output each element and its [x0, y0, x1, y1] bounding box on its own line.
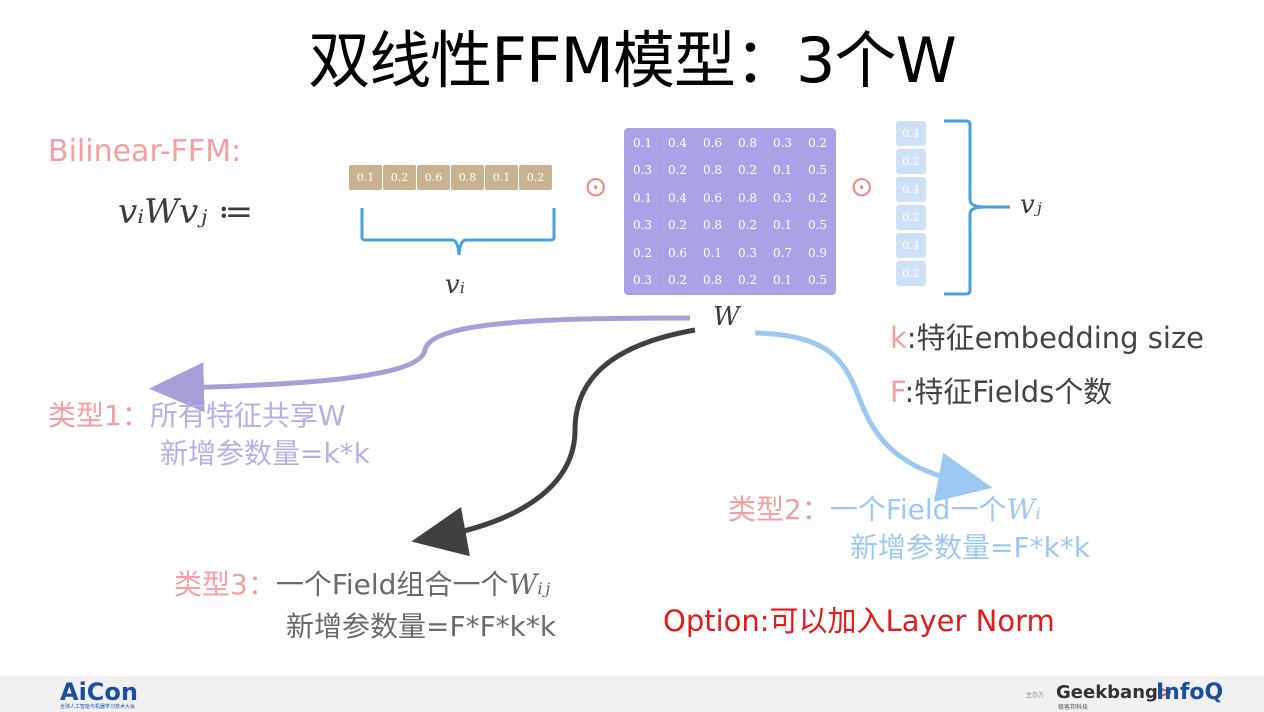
- geekbang-logo-b: bang: [1107, 682, 1158, 703]
- type3-symbol: Wᵢⱼ: [508, 568, 551, 601]
- type1-desc: 所有特征共享W: [149, 399, 346, 432]
- vi-cell: 0.8: [451, 165, 484, 190]
- geekbang-logo-c: >.: [1157, 682, 1180, 703]
- footer-bar: [0, 676, 1264, 712]
- type1-line1: 类型1：所有特征共享W: [48, 394, 346, 434]
- type3-params: 新增参数量=F*F*k*k: [286, 610, 557, 643]
- type1-params: 新增参数量=k*k: [160, 437, 370, 470]
- type3-tag: 类型3：: [174, 568, 276, 601]
- type2-line1: 类型2：一个Field一个Wᵢ: [728, 488, 1041, 528]
- w-matrix: 0.1 0.4 0.6 0.8 0.3 0.2 0.3 0.2 0.8 0.2 …: [624, 128, 836, 295]
- vi-cell: 0.2: [383, 165, 416, 190]
- legend-f-key: F: [890, 375, 905, 409]
- w-cell: 0.3: [626, 212, 659, 238]
- type2-params: 新增参数量=F*k*k: [850, 531, 1090, 564]
- w-cell: 0.2: [801, 185, 834, 211]
- w-cell: 0.2: [731, 267, 764, 293]
- sponsor-label: 主办方: [1026, 692, 1045, 699]
- infoq-logo: InfoQ: [1156, 680, 1224, 705]
- formula-expression: vᵢWvⱼ ≔: [118, 192, 254, 232]
- vi-cell: 0.6: [417, 165, 450, 190]
- vj-brace: [944, 119, 986, 296]
- w-cell: 0.5: [801, 267, 834, 293]
- vi-brace: [360, 208, 556, 256]
- type2-tag: 类型2：: [728, 493, 830, 526]
- w-cell: 0.8: [696, 212, 729, 238]
- vi-vector: 0.1 0.2 0.6 0.8 0.1 0.2: [349, 165, 552, 190]
- w-cell: 0.1: [696, 240, 729, 266]
- w-label: W: [713, 302, 740, 332]
- w-cell: 0.2: [661, 157, 694, 183]
- formula-label: Bilinear-FFM:: [48, 134, 242, 169]
- aicon-subtitle: 全球人工智能与机器学习技术大会: [60, 704, 136, 710]
- w-cell: 0.2: [626, 240, 659, 266]
- type3-desc: 一个Field组合一个: [275, 568, 509, 601]
- type2-symbol: Wᵢ: [1006, 493, 1041, 526]
- legend-k-text: :特征embedding size: [906, 321, 1205, 355]
- w-cell: 0.3: [766, 130, 799, 156]
- hadamard-operator-1: ⊙: [584, 170, 608, 203]
- w-cell: 0.5: [801, 212, 834, 238]
- vi-cell: 0.1: [349, 165, 382, 190]
- w-cell: 0.8: [696, 267, 729, 293]
- w-cell: 0.6: [661, 240, 694, 266]
- geekbang-logo-a: Geek: [1056, 682, 1108, 703]
- w-cell: 0.3: [626, 267, 659, 293]
- vi-cell: 0.2: [519, 165, 552, 190]
- w-cell: 0.1: [766, 267, 799, 293]
- w-cell: 0.2: [731, 157, 764, 183]
- vj-cell: 0.2: [896, 149, 926, 174]
- w-cell: 0.2: [801, 130, 834, 156]
- w-cell: 0.3: [626, 157, 659, 183]
- w-cell: 0.1: [626, 130, 659, 156]
- w-cell: 0.6: [696, 185, 729, 211]
- w-cell: 0.5: [801, 157, 834, 183]
- slide-title: 双线性FFM模型：3个W: [308, 24, 957, 97]
- legend-f: F:特征Fields个数: [890, 369, 1112, 411]
- arrow-type2: [754, 330, 993, 502]
- w-cell: 0.3: [731, 240, 764, 266]
- type3-line1: 类型3：一个Field组合一个Wᵢⱼ: [174, 563, 550, 603]
- geekbang-logo: Geekbang>.: [1056, 682, 1180, 703]
- legend-f-text: :特征Fields个数: [904, 375, 1113, 409]
- w-cell: 0.2: [731, 212, 764, 238]
- w-cell: 0.1: [626, 185, 659, 211]
- geekbang-subtitle: 极客邦科技: [1058, 704, 1089, 711]
- vj-cell: 0.2: [896, 261, 926, 286]
- vj-cell: 0.4: [896, 177, 926, 202]
- arrow-type1: [149, 315, 691, 413]
- legend-k: k:特征embedding size: [890, 315, 1204, 357]
- w-cell: 0.4: [661, 185, 694, 211]
- w-cell: 0.3: [766, 185, 799, 211]
- aicon-logo: AiCon: [60, 678, 138, 706]
- w-cell: 0.1: [766, 157, 799, 183]
- w-cell: 0.6: [696, 130, 729, 156]
- w-cell: 0.2: [661, 267, 694, 293]
- vj-cell: 0.4: [896, 121, 926, 146]
- vj-cell: 0.2: [896, 205, 926, 230]
- type1-tag: 类型1：: [48, 399, 150, 432]
- type2-desc: 一个Field一个: [829, 493, 1007, 526]
- vj-label: vⱼ: [1020, 190, 1042, 220]
- legend-k-key: k: [890, 321, 907, 355]
- w-cell: 0.8: [731, 130, 764, 156]
- w-cell: 0.1: [766, 212, 799, 238]
- hadamard-operator-2: ⊙: [850, 170, 874, 203]
- w-cell: 0.7: [766, 240, 799, 266]
- arrow-type3: [411, 327, 696, 557]
- vj-cell: 0.4: [896, 233, 926, 258]
- w-cell: 0.8: [696, 157, 729, 183]
- w-cell: 0.9: [801, 240, 834, 266]
- w-cell: 0.8: [731, 185, 764, 211]
- vj-vector: 0.4 0.2 0.4 0.2 0.4 0.2: [896, 121, 926, 289]
- w-cell: 0.4: [661, 130, 694, 156]
- option-note: Option:可以加入Layer Norm: [663, 604, 1055, 638]
- vi-label: vᵢ: [445, 270, 465, 300]
- vi-cell: 0.1: [485, 165, 518, 190]
- w-cell: 0.2: [661, 212, 694, 238]
